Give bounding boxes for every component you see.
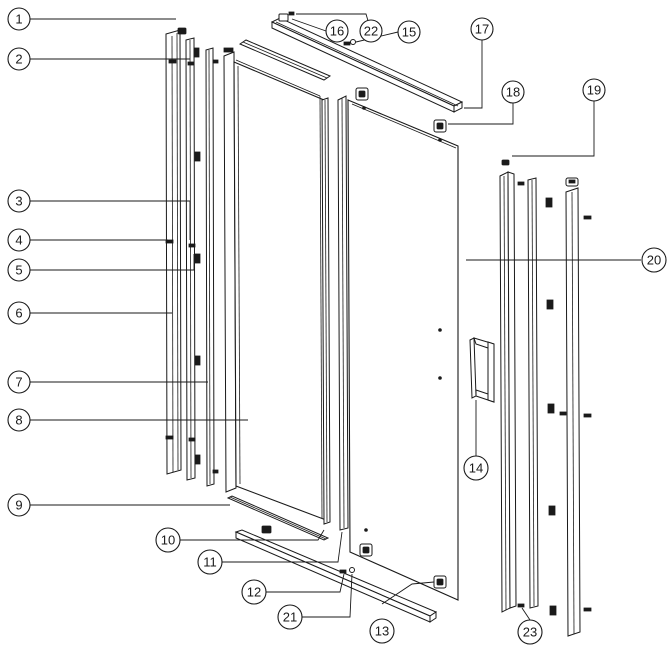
right-wall-profile — [517, 177, 592, 637]
svg-text:3: 3 — [15, 194, 22, 209]
svg-text:14: 14 — [469, 461, 483, 476]
svg-text:1: 1 — [15, 12, 22, 27]
seal-strip-left — [205, 47, 219, 487]
callout-10: 10 — [155, 527, 181, 553]
left-wall-profile — [165, 27, 187, 475]
callout-14: 14 — [463, 455, 489, 481]
callout-20: 20 — [641, 247, 667, 273]
left-screws — [165, 59, 196, 442]
callout-4: 4 — [7, 228, 31, 252]
fixed-glass-panel — [223, 47, 327, 521]
right-profile-b — [527, 177, 539, 609]
callout-3: 3 — [7, 189, 31, 213]
svg-text:9: 9 — [15, 498, 22, 513]
svg-text:22: 22 — [364, 24, 378, 39]
svg-text:13: 13 — [375, 624, 389, 639]
magnetic-seal-10 — [321, 97, 331, 525]
callout-22: 22 — [359, 19, 383, 43]
callout-21: 21 — [277, 604, 303, 630]
svg-text:10: 10 — [161, 533, 175, 548]
callout-16: 16 — [325, 19, 349, 43]
bottom-guide-strip — [226, 495, 330, 541]
callout-9: 9 — [7, 493, 31, 517]
callout-12: 12 — [241, 579, 267, 605]
top-small-parts — [278, 11, 356, 46]
top-profile — [270, 17, 464, 113]
svg-text:23: 23 — [523, 625, 537, 640]
callout-5: 5 — [7, 258, 31, 282]
svg-text:17: 17 — [475, 22, 489, 37]
callout-11: 11 — [197, 549, 223, 575]
magnetic-seal-11 — [337, 95, 349, 531]
top-guide-strip — [238, 39, 332, 81]
sliding-glass-door — [347, 99, 459, 601]
svg-text:16: 16 — [330, 24, 344, 39]
svg-text:2: 2 — [15, 52, 22, 67]
door-handle — [469, 337, 495, 403]
svg-text:4: 4 — [15, 233, 22, 248]
callout-1: 1 — [7, 7, 31, 31]
svg-text:6: 6 — [15, 306, 22, 321]
svg-text:8: 8 — [15, 413, 22, 428]
svg-text:20: 20 — [647, 253, 661, 268]
bottom-rollers — [359, 543, 447, 589]
svg-text:15: 15 — [402, 25, 416, 40]
callout-19: 19 — [582, 78, 606, 102]
callout-13: 13 — [369, 618, 395, 644]
svg-text:5: 5 — [15, 263, 22, 278]
callout-8: 8 — [7, 408, 31, 432]
svg-text:19: 19 — [587, 83, 601, 98]
leader-lines — [30, 13, 641, 621]
svg-text:21: 21 — [283, 610, 297, 625]
svg-text:18: 18 — [506, 85, 520, 100]
svg-text:11: 11 — [203, 555, 217, 570]
left-inner-channel — [185, 37, 201, 481]
callout-23: 23 — [517, 619, 543, 645]
callout-7: 7 — [7, 370, 31, 394]
callout-6: 6 — [7, 301, 31, 325]
callout-2: 2 — [7, 47, 31, 71]
callout-15: 15 — [397, 20, 421, 44]
bottom-profile — [234, 525, 438, 623]
top-rollers — [355, 87, 447, 133]
svg-text:12: 12 — [247, 585, 261, 600]
callout-18: 18 — [501, 80, 525, 104]
svg-text:7: 7 — [15, 375, 22, 390]
callout-17: 17 — [470, 17, 494, 41]
right-profile-a — [499, 159, 517, 613]
